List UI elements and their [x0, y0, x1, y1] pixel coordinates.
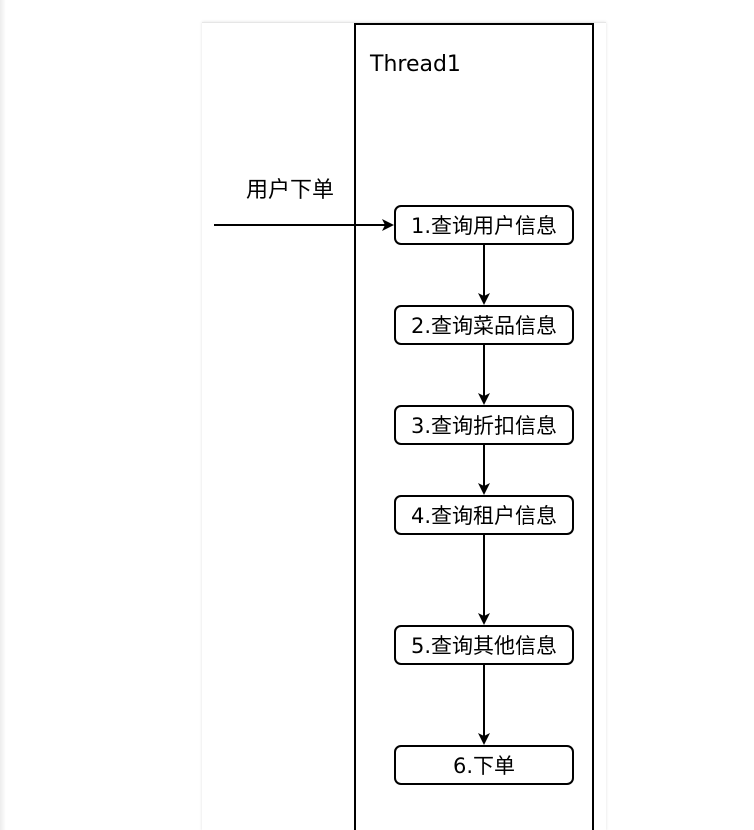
swimlane-title: Thread1 — [370, 52, 461, 77]
step-query-user-info: 1.查询用户信息 — [394, 205, 574, 245]
window-edge-shadow — [0, 0, 6, 830]
entry-label: 用户下单 — [246, 178, 335, 203]
step-query-discount-info: 3.查询折扣信息 — [394, 405, 574, 445]
step-query-other-info: 5.查询其他信息 — [394, 625, 574, 665]
thread-swimlane — [354, 23, 594, 830]
step-query-dish-info: 2.查询菜品信息 — [394, 305, 574, 345]
step-query-tenant-info: 4.查询租户信息 — [394, 495, 574, 535]
step-place-order: 6.下单 — [394, 745, 574, 785]
